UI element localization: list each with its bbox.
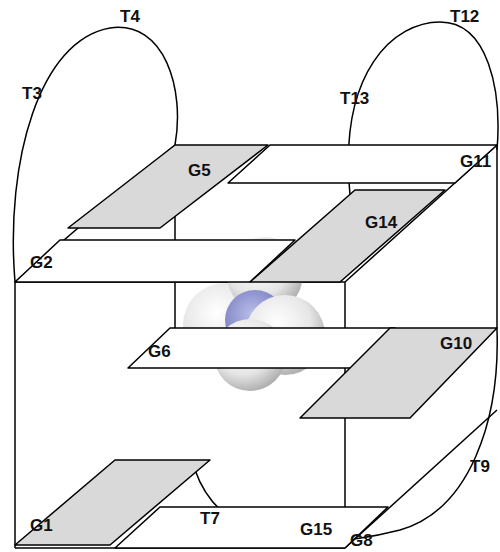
guanine-tetrad: G10 xyxy=(300,328,497,418)
guanine-tetrad: G2 xyxy=(15,240,295,282)
tetrad-label: G10 xyxy=(440,335,472,352)
loop-label: T4 xyxy=(120,8,140,25)
guanine-tetrad: G15 xyxy=(115,507,388,548)
guanine-tetrad: G11 xyxy=(228,145,497,183)
tetrad-plate xyxy=(250,190,445,282)
loop-label: T3 xyxy=(22,85,42,102)
loop-label: T12 xyxy=(450,8,479,25)
guanine-tetrad: G5 xyxy=(68,145,268,228)
tetrad-label: G11 xyxy=(460,153,491,170)
loop-label: G8 xyxy=(350,532,373,549)
tetrad-label: G2 xyxy=(30,254,53,271)
loop-label: T7 xyxy=(200,510,220,527)
loop-label: T13 xyxy=(340,90,369,107)
tetrad-plate xyxy=(15,240,295,282)
tetrad-label: G15 xyxy=(300,521,332,538)
tetrad-plate xyxy=(68,145,268,228)
tetrad-label: G6 xyxy=(148,343,171,360)
tetrad-plate xyxy=(228,145,497,183)
guanine-tetrad: G14 xyxy=(250,190,445,282)
loop-strand xyxy=(13,22,498,541)
tetrad-label: G1 xyxy=(30,517,53,534)
loop-label: T9 xyxy=(470,458,490,475)
box-frame xyxy=(15,145,497,548)
tetrad-label: G14 xyxy=(365,214,397,231)
tetrad-plate xyxy=(115,507,388,548)
tetrad-label: G5 xyxy=(188,162,211,179)
